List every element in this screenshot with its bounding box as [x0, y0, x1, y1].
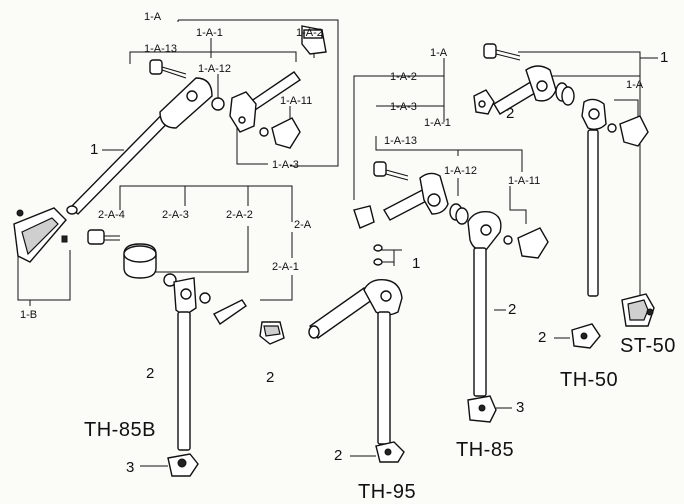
- th85b-lower: [87, 229, 285, 477]
- st50-clamp: [621, 293, 655, 327]
- part-label: 1: [660, 49, 669, 66]
- model-title: TH-50: [560, 369, 619, 391]
- part-label: 1-A-1: [196, 27, 223, 39]
- part-label: 1-A-13: [144, 43, 178, 55]
- part-label: 1-A: [626, 79, 644, 91]
- part-label: 1-A-2: [296, 27, 323, 39]
- th85b-main-arm: [66, 25, 327, 215]
- part-label: 1-A-12: [444, 165, 478, 177]
- part-label: 2: [146, 365, 155, 382]
- part-label: 2-A-2: [226, 209, 253, 221]
- th85b-clamp-1b: [13, 207, 68, 263]
- th95-leader-lines: [350, 58, 527, 457]
- model-title: ST-50: [620, 335, 676, 357]
- part-label: 2-A-4: [98, 209, 125, 221]
- th85-parts: [467, 211, 549, 423]
- model-title: TH-85: [456, 439, 515, 461]
- th50-parts: [483, 43, 649, 349]
- part-label: 1-B: [20, 309, 38, 321]
- part-label: 1-A-3: [390, 101, 417, 113]
- part-label: 1-A-12: [198, 63, 232, 75]
- part-label: 2-A-1: [272, 261, 299, 273]
- part-label: 1-A-13: [384, 135, 418, 147]
- part-label: 1: [412, 255, 421, 272]
- part-label: 3: [126, 459, 135, 476]
- part-label: 1-A-1: [424, 117, 451, 129]
- model-title: TH-95: [358, 481, 417, 503]
- part-label: 2-A-3: [162, 209, 189, 221]
- part-label: 2: [508, 301, 517, 318]
- part-label: 1-A: [430, 47, 448, 59]
- part-label: 1-A-11: [280, 95, 313, 107]
- part-label: 2: [538, 329, 547, 346]
- th95-parts: [308, 89, 495, 463]
- part-label: 1-A-2: [390, 71, 417, 83]
- th85b-leader-lines: [17, 19, 339, 306]
- part-label: 2: [506, 105, 515, 122]
- part-label: 1-A: [144, 11, 162, 23]
- model-title: TH-85B: [84, 419, 156, 441]
- part-label: 1-A-11: [508, 175, 541, 187]
- part-label: 2: [334, 447, 343, 464]
- part-label: 2: [266, 369, 275, 386]
- part-label: 2-A: [294, 219, 312, 231]
- part-label: 1-A-3: [272, 159, 299, 171]
- part-label: 3: [516, 399, 525, 416]
- part-label: 1: [90, 141, 99, 158]
